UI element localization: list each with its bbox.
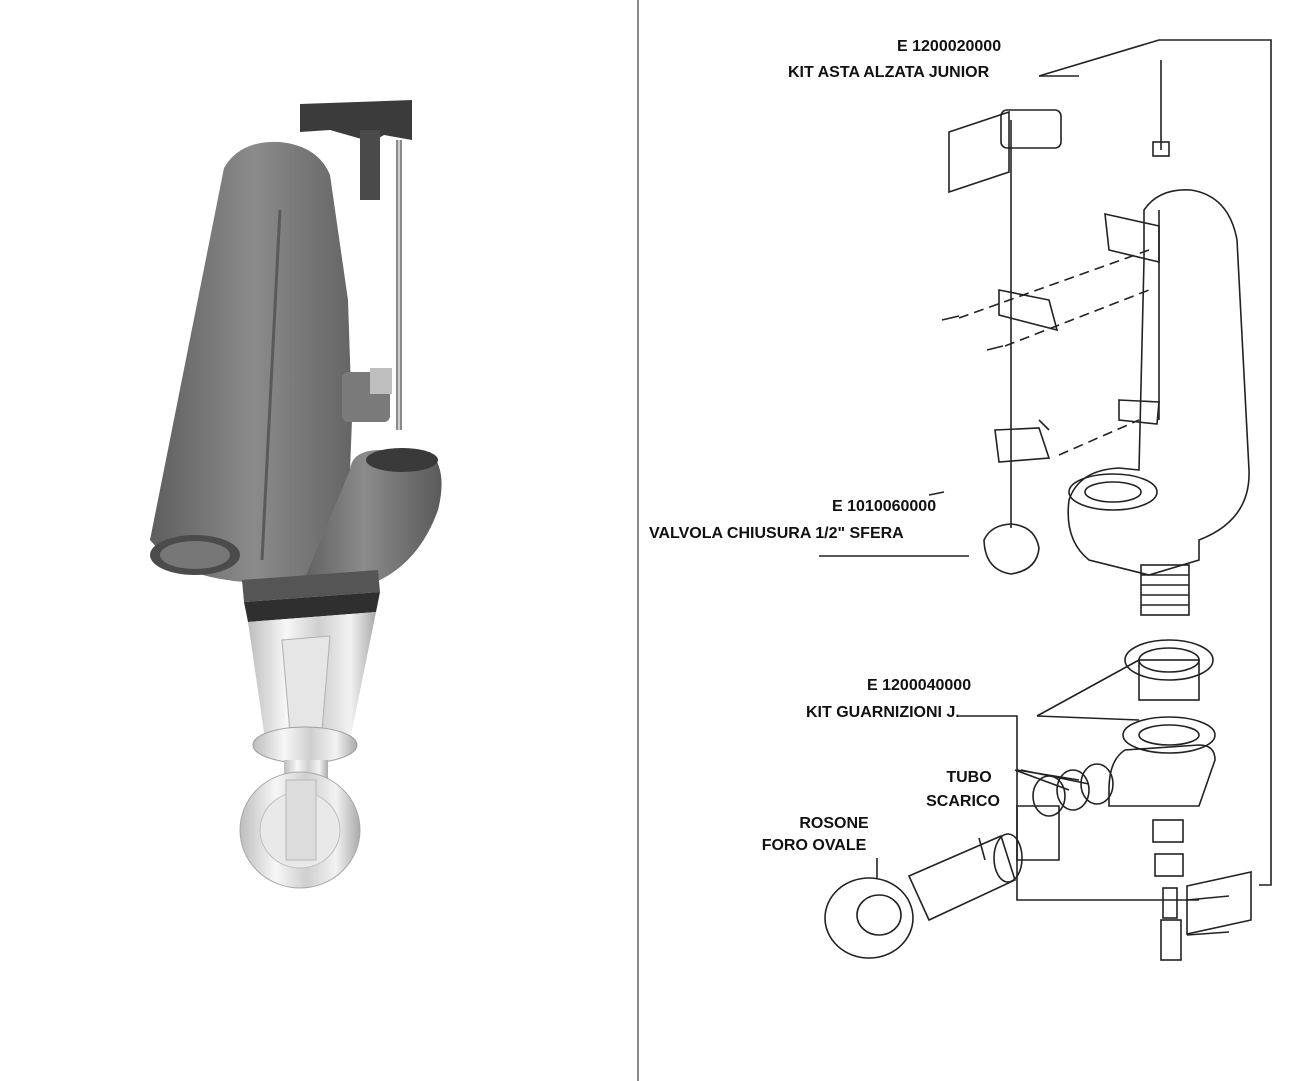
chrome-strainer	[239, 612, 376, 889]
rosone-label-line2: FORO OVALE	[761, 837, 867, 854]
tubo-leader-2	[1020, 769, 1090, 785]
elbow	[300, 448, 442, 590]
coupling	[1016, 805, 1060, 861]
lever-plate	[300, 100, 412, 430]
trap-body	[1108, 744, 1216, 807]
assembly-dash-2	[1004, 289, 1150, 347]
screw-part	[1162, 887, 1178, 919]
assembly-dash-1	[958, 249, 1150, 319]
gasket-3	[1080, 763, 1114, 805]
guarnizioni-name-label: KIT GUARNIZIONI J.	[806, 704, 960, 721]
asta-code-label: E 1200020000	[897, 38, 1002, 55]
sleeve	[1160, 919, 1182, 961]
nut-1	[1152, 819, 1184, 843]
body-outlet-inner	[1084, 481, 1142, 503]
screw-4	[1038, 419, 1050, 431]
ring-1	[1124, 639, 1214, 681]
valve-ball	[983, 523, 1040, 575]
product-photo-panel	[0, 0, 637, 1081]
assembly-dash-3	[1058, 419, 1140, 456]
guarnizioni-leader-2	[1036, 715, 1140, 721]
guarnizioni-leader-1	[1036, 659, 1140, 717]
nut-2	[1154, 853, 1184, 877]
rod-clip	[994, 427, 1051, 463]
valvola-code-label: E 1010060000	[832, 498, 937, 515]
screw-3	[928, 491, 945, 496]
panel-divider	[637, 0, 639, 1081]
drain-pipe	[907, 834, 1016, 922]
rod-bracket	[998, 289, 1059, 332]
tubo-label-line1: TUBO	[946, 769, 992, 786]
screw-2	[986, 345, 1004, 351]
screw-1	[941, 315, 960, 321]
exploded-diagram-panel: E 1200020000 KIT ASTA ALZATA JUNIOR E 10…	[639, 0, 1300, 1081]
asta-callout-line	[1038, 39, 1272, 886]
rosone-plate	[824, 877, 914, 959]
threaded-neck	[1140, 564, 1190, 616]
ring-body	[1138, 659, 1200, 701]
mid-fitting	[342, 368, 392, 422]
valvola-name-label: VALVOLA CHIUSURA 1/2" SFERA	[649, 525, 904, 542]
exploded-drawing	[819, 39, 1272, 961]
base-rings	[242, 570, 380, 622]
lever-handle	[1000, 109, 1062, 149]
drain-valve-photo	[150, 100, 442, 889]
guarnizioni-code-label: E 1200040000	[867, 677, 972, 694]
gasket-2	[1056, 769, 1090, 811]
overflow-tube	[150, 141, 380, 590]
bottom-plaque	[1186, 871, 1252, 935]
tubo-leader	[978, 837, 986, 861]
handle-plaque	[948, 110, 1010, 194]
overflow-body	[1067, 189, 1250, 576]
mid-bracket	[1118, 399, 1160, 425]
ring-2	[1122, 716, 1216, 754]
tubo-label-line2: SCARICO	[926, 793, 1000, 810]
body-outlet	[1068, 473, 1158, 511]
pipe-end	[993, 833, 1023, 883]
rosone-label-line1: ROSONE	[799, 815, 869, 832]
top-bracket	[1104, 212, 1160, 264]
pin-nut	[1152, 141, 1170, 157]
asta-name-label: KIT ASTA ALZATA JUNIOR	[788, 64, 990, 81]
